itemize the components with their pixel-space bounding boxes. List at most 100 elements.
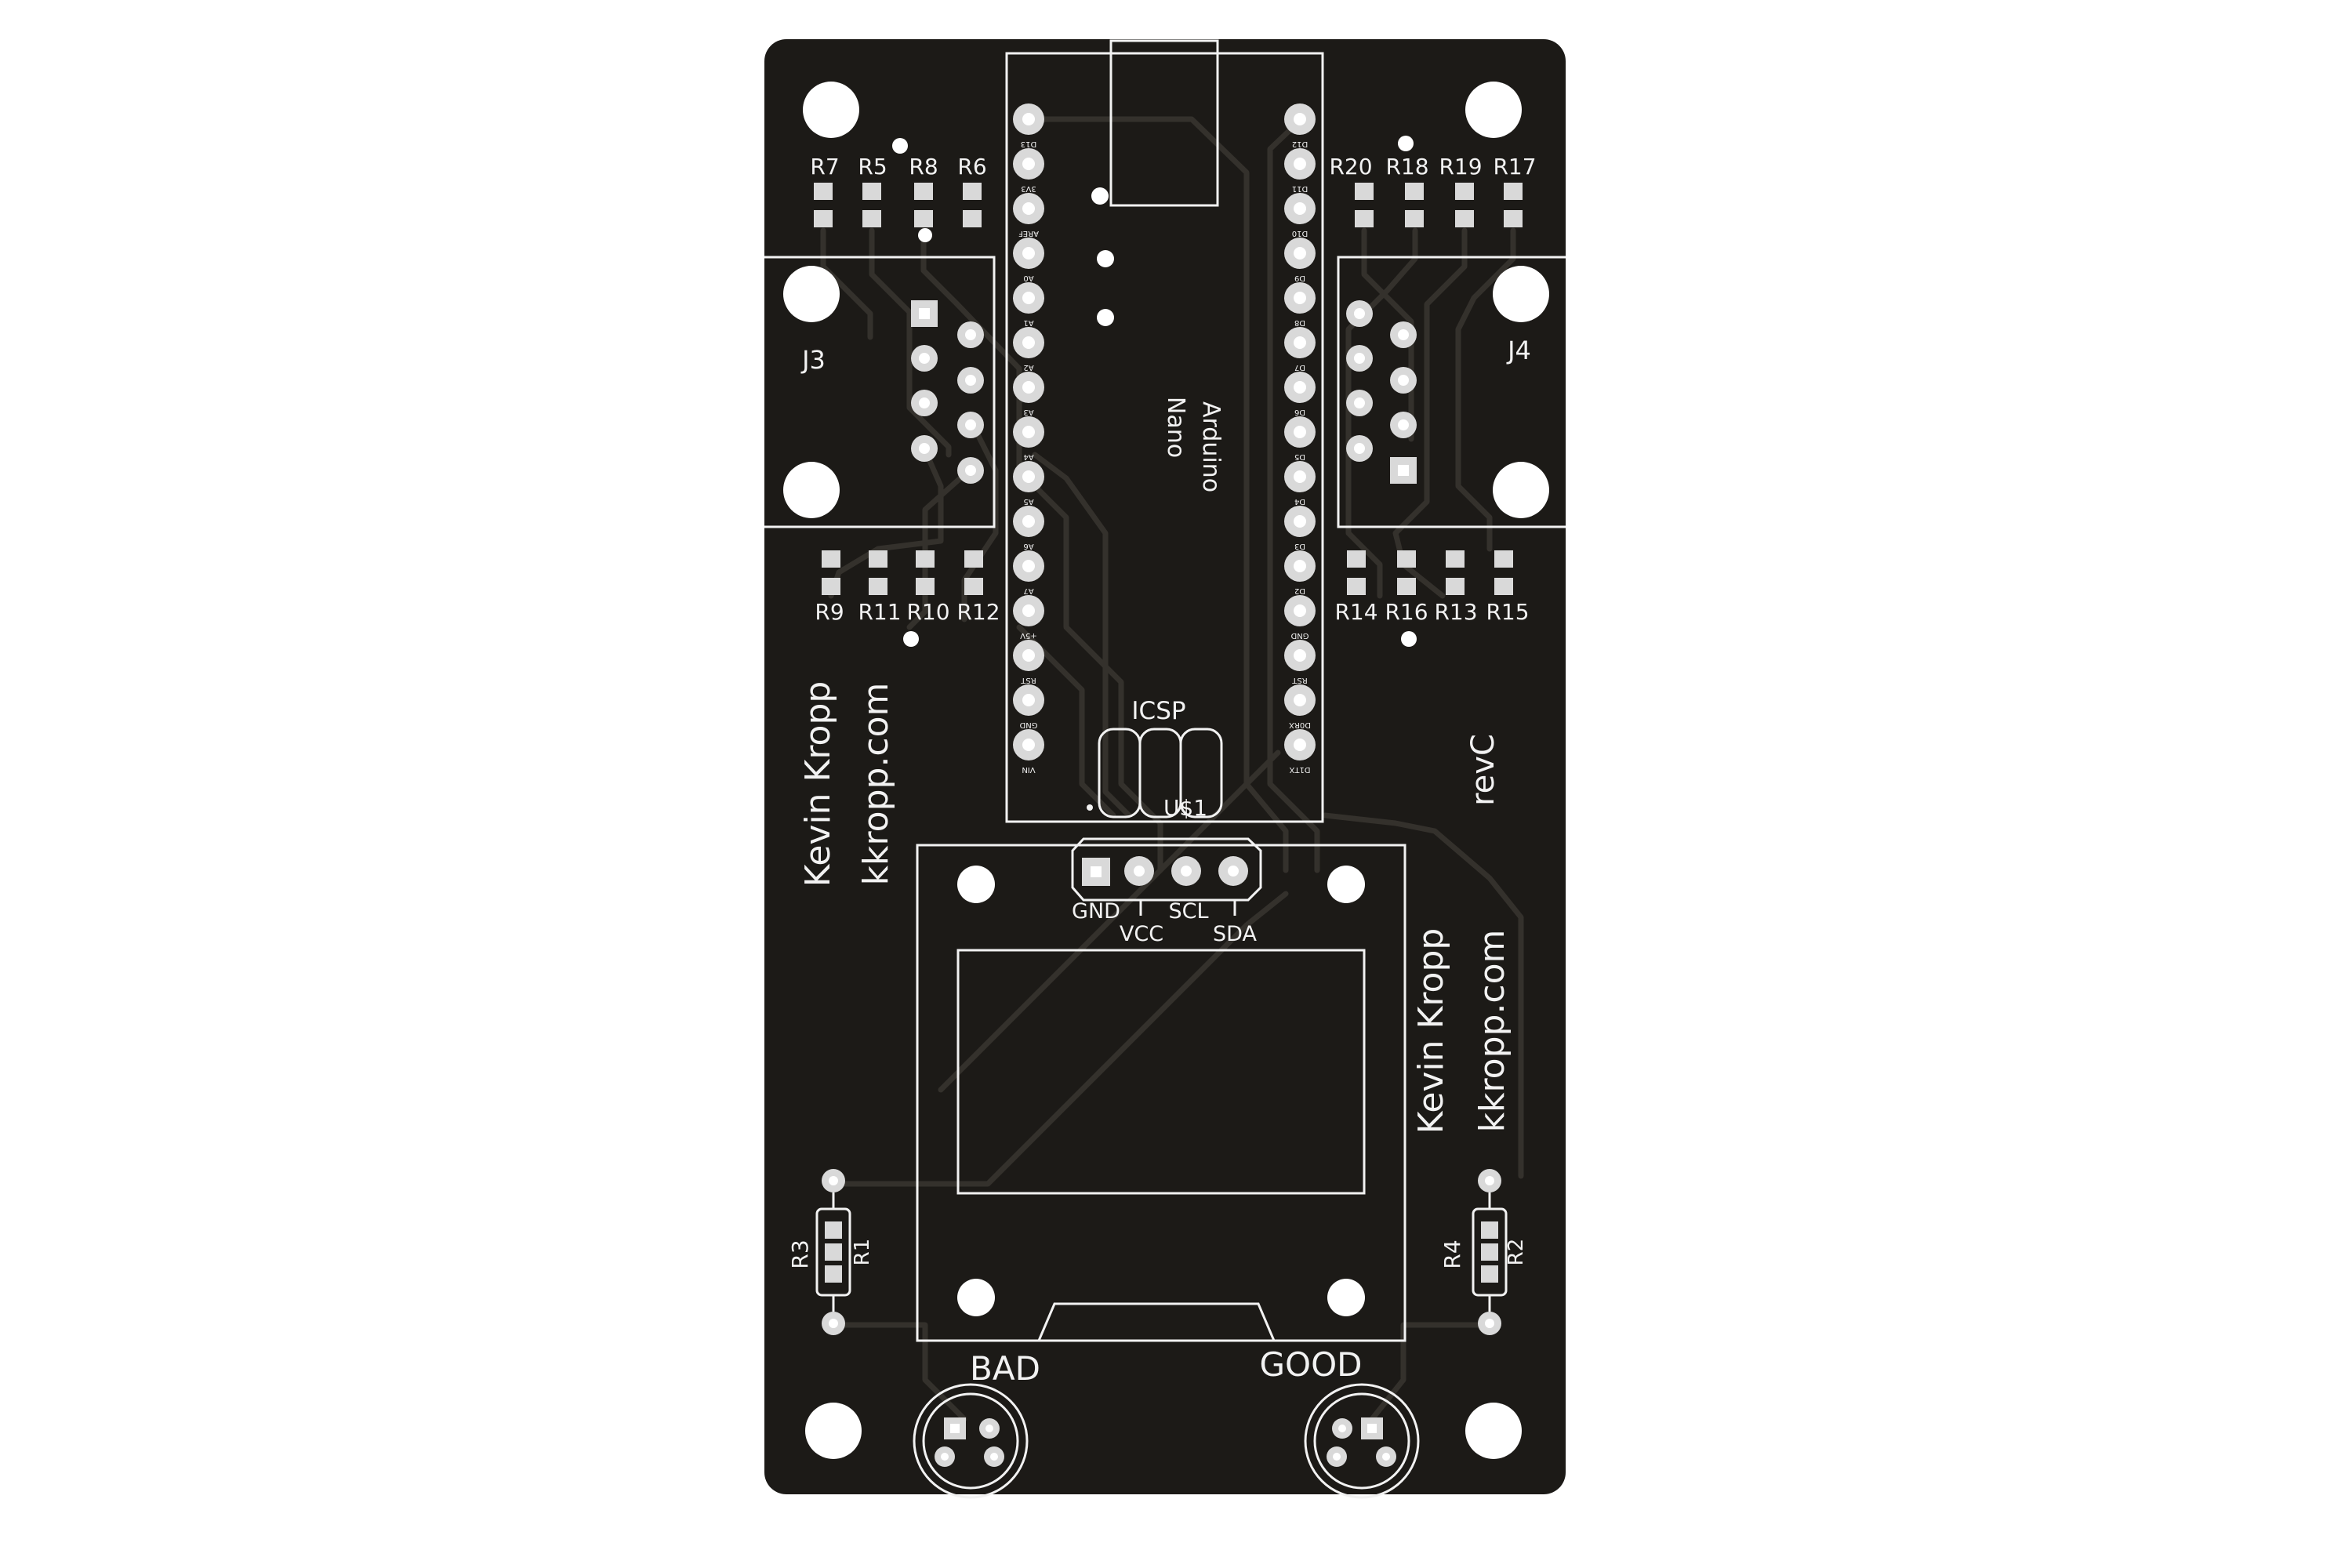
display-screen-outline xyxy=(956,949,1366,1195)
arduino-pin-label: A0 xyxy=(1023,274,1033,282)
arduino-pin-label: A7 xyxy=(1023,586,1033,595)
display-mounting-hole xyxy=(957,1279,995,1316)
resistor-pad xyxy=(869,550,887,568)
arduino-pin-label: A4 xyxy=(1023,452,1033,461)
mounting-hole xyxy=(1493,266,1549,322)
smd-resistor-pads xyxy=(814,183,1523,595)
arduino-pin-hole xyxy=(1022,336,1035,349)
resistor-pad xyxy=(1355,210,1374,227)
display-outline xyxy=(916,844,1406,1342)
resistor-pad xyxy=(916,578,935,595)
resistor-label: R16 xyxy=(1385,599,1428,625)
arduino-pin-hole xyxy=(1022,158,1035,170)
arduino-pin-label: D3 xyxy=(1294,542,1305,550)
resistor-lead-hole xyxy=(829,1319,838,1328)
pin1-marker xyxy=(1087,804,1093,811)
trace xyxy=(938,750,1281,1093)
via xyxy=(1091,187,1109,205)
arduino-pin-label: D10 xyxy=(1292,229,1308,238)
resistor-label: R12 xyxy=(956,599,1000,625)
resistor-pair-left: R3 R1 xyxy=(787,1169,874,1335)
display-pin-hole xyxy=(1134,866,1145,877)
display-pin-hole xyxy=(1091,866,1102,877)
resistor-lead-hole xyxy=(829,1176,838,1185)
arduino-pin-label: RST xyxy=(1020,676,1036,684)
resistor-pad xyxy=(964,550,983,568)
arduino-pin-hole xyxy=(1294,158,1306,170)
trace xyxy=(828,1322,967,1422)
resistor-labels: R7 R5 R8 R6 R20 R18 R19 R17 R9 R11 R10 R… xyxy=(810,154,1536,625)
oled-display-module: U$1 GND VCC SCL SDA xyxy=(916,795,1406,1342)
resistor-pad xyxy=(1397,578,1416,595)
resistor-pad xyxy=(869,578,887,595)
arduino-pin-label: A2 xyxy=(1023,363,1033,372)
display-pin-label-scl: SCL xyxy=(1168,899,1208,924)
trace xyxy=(1369,1322,1489,1422)
trace xyxy=(828,891,1289,1187)
icsp-header: ICSP xyxy=(1087,697,1223,818)
j4-hole xyxy=(1354,353,1365,364)
arduino-pin-label: A5 xyxy=(1023,497,1033,506)
via xyxy=(1401,631,1417,647)
mounting-hole xyxy=(803,82,859,138)
j3-hole xyxy=(965,465,976,476)
resistor-label: R18 xyxy=(1385,154,1428,180)
j4-pin1-hole xyxy=(1398,465,1409,476)
arduino-pin-hole xyxy=(1294,739,1306,751)
resistor-lead-hole xyxy=(1485,1319,1494,1328)
mounting-holes xyxy=(783,82,1549,1459)
resistor-label: R2 xyxy=(1504,1239,1528,1266)
via xyxy=(1097,309,1114,326)
arduino-pin-label: D6 xyxy=(1294,408,1305,416)
display-pin-hole xyxy=(1228,866,1239,877)
arduino-outline xyxy=(1005,52,1324,823)
resistor-pad xyxy=(825,1243,842,1261)
led-outline xyxy=(913,1383,1029,1499)
display-mounting-hole xyxy=(1327,866,1365,903)
resistor-pad xyxy=(1481,1221,1498,1239)
resistor-label: R13 xyxy=(1434,599,1477,625)
j4-hole xyxy=(1398,419,1409,430)
led-good-label: GOOD xyxy=(1259,1345,1362,1384)
arduino-pin-label: VIN xyxy=(1022,765,1035,774)
resistor-pad xyxy=(1347,550,1366,568)
resistor-pad xyxy=(1347,578,1366,595)
trace xyxy=(1322,812,1524,1179)
mounting-hole xyxy=(1465,82,1522,138)
vias xyxy=(892,136,1417,647)
resistor-pad xyxy=(964,578,983,595)
resistor-label: R4 xyxy=(1439,1240,1465,1269)
author-name-left: Kevin Kropp xyxy=(798,681,838,887)
arduino-pin-hole xyxy=(1294,560,1306,572)
arduino-pin-label: D4 xyxy=(1294,497,1305,506)
arduino-pin-hole xyxy=(1294,381,1306,394)
arduino-pin-hole xyxy=(1022,560,1035,572)
resistor-body-outline xyxy=(1472,1207,1508,1297)
arduino-pin-hole xyxy=(1022,247,1035,260)
display-mounting-hole xyxy=(1327,1279,1365,1316)
mounting-hole xyxy=(783,266,840,322)
icsp-label: ICSP xyxy=(1131,697,1185,725)
j4-hole xyxy=(1354,308,1365,319)
arduino-pin-label: D8 xyxy=(1294,318,1305,327)
arduino-pin-label: D0RX xyxy=(1289,720,1311,729)
arduino-pin-label: A6 xyxy=(1023,542,1033,550)
j4-label: J4 xyxy=(1506,336,1531,365)
led-hole xyxy=(950,1424,960,1433)
icsp-outline xyxy=(1179,728,1223,818)
resistor-pad xyxy=(1355,183,1374,200)
resistor-label: R10 xyxy=(906,599,949,625)
arduino-pin-label: RST xyxy=(1291,676,1307,684)
display-pin-hole xyxy=(1181,866,1192,877)
resistor-pad xyxy=(1405,183,1424,200)
arduino-pin-hole xyxy=(1022,739,1035,751)
arduino-pin-label: +5V xyxy=(1020,631,1037,640)
resistor-pad xyxy=(822,550,840,568)
arduino-pin-hole xyxy=(1294,426,1306,438)
via xyxy=(903,631,919,647)
led-bad-label: BAD xyxy=(970,1349,1040,1388)
mounting-hole xyxy=(1493,462,1549,518)
led-good: GOOD xyxy=(1259,1345,1420,1499)
trace xyxy=(1345,227,1418,599)
